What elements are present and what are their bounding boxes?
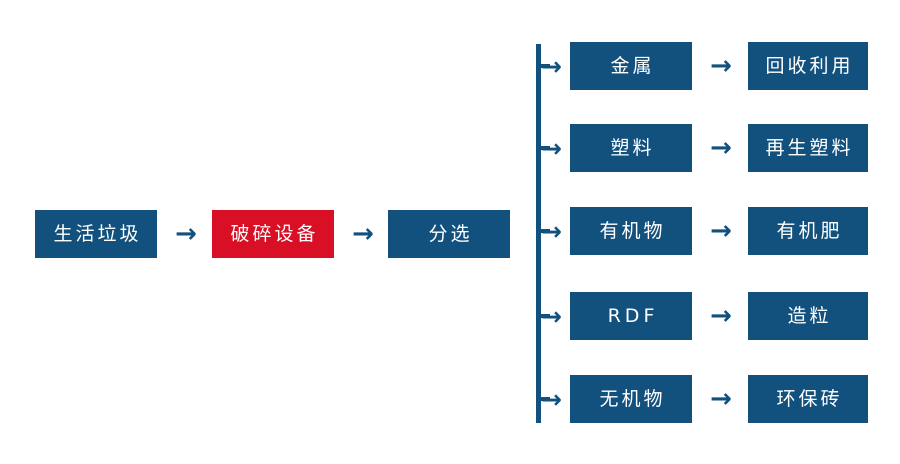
node-crushing-equipment[interactable]: 破碎设备 bbox=[212, 210, 334, 258]
arrow-branch-4: → bbox=[710, 301, 732, 331]
branch-stub-2 bbox=[541, 146, 550, 150]
arrow-main-1: → bbox=[175, 219, 197, 249]
branch-arrow-1: → bbox=[541, 51, 562, 81]
arrow-main-2: → bbox=[352, 219, 374, 249]
arrow-branch-3: → bbox=[710, 216, 732, 246]
arrow-branch-1: → bbox=[710, 51, 732, 81]
node-branch-product-4[interactable]: 造粒 bbox=[748, 292, 868, 340]
branch-arrow-3: → bbox=[541, 216, 562, 246]
arrow-branch-5: → bbox=[710, 384, 732, 414]
node-branch-material-2[interactable]: 塑料 bbox=[570, 124, 692, 172]
branch-stub-1 bbox=[541, 64, 550, 68]
node-branch-product-1[interactable]: 回收利用 bbox=[748, 42, 868, 90]
node-branch-material-1[interactable]: 金属 bbox=[570, 42, 692, 90]
node-branch-product-5[interactable]: 环保砖 bbox=[748, 375, 868, 423]
arrow-branch-2: → bbox=[710, 133, 732, 163]
node-branch-product-3[interactable]: 有机肥 bbox=[748, 207, 868, 255]
branch-arrow-2: → bbox=[541, 133, 562, 163]
splitter-trunk-line bbox=[536, 44, 541, 423]
branch-stub-4 bbox=[541, 314, 550, 318]
branch-stub-5 bbox=[541, 397, 550, 401]
branch-arrow-5: → bbox=[541, 384, 562, 414]
branch-arrow-4: → bbox=[541, 301, 562, 331]
node-branch-product-2[interactable]: 再生塑料 bbox=[748, 124, 868, 172]
node-branch-material-4[interactable]: RDF bbox=[570, 292, 692, 340]
node-sorting[interactable]: 分选 bbox=[388, 210, 510, 258]
node-branch-material-5[interactable]: 无机物 bbox=[570, 375, 692, 423]
node-branch-material-3[interactable]: 有机物 bbox=[570, 207, 692, 255]
node-household-waste[interactable]: 生活垃圾 bbox=[35, 210, 157, 258]
branch-stub-3 bbox=[541, 229, 550, 233]
